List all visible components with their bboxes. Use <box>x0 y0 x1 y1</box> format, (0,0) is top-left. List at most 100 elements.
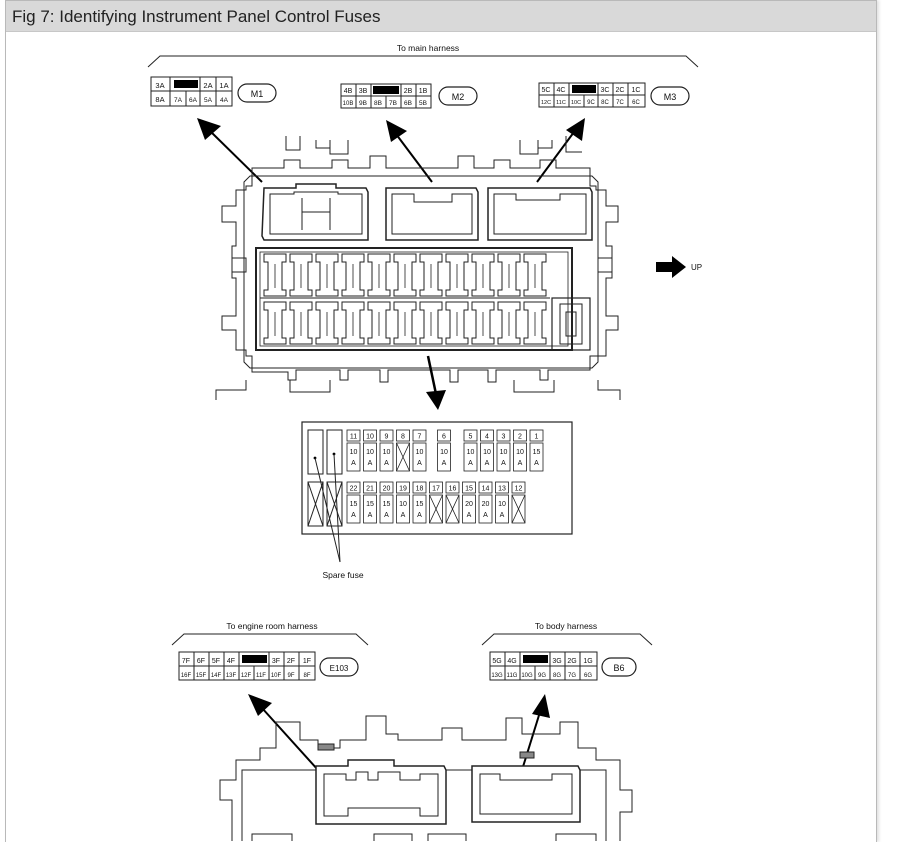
fuse-amperage: 20 <box>465 501 473 508</box>
fuse-amperage: 15 <box>533 449 541 456</box>
pin-label: 8G <box>553 673 561 679</box>
fuse-number: 4 <box>485 434 489 441</box>
fuse-number: 6 <box>442 434 446 441</box>
pin-label: 2C <box>616 87 625 94</box>
fuse-box-housing <box>215 136 621 400</box>
fuse-number: 13 <box>498 486 506 493</box>
connector-arrows-bottom <box>248 694 550 771</box>
pin-label: 8B <box>374 100 382 107</box>
fuse-slot <box>315 253 339 297</box>
fuse-slot <box>289 301 313 345</box>
connector-id: M1 <box>251 89 264 99</box>
fuse-unit: A <box>384 460 389 467</box>
fuse-cell: 8 <box>396 429 410 472</box>
pin-label: 12C <box>541 100 551 106</box>
fuse-amperage: 15 <box>350 501 358 508</box>
fuse-cell: 12 <box>511 481 526 524</box>
pin-label: 6A <box>189 97 198 104</box>
to-body-harness-label: To body harness <box>535 621 597 631</box>
fuse-number: 19 <box>399 486 407 493</box>
fuse-slot <box>419 301 443 345</box>
empty-slot-mark <box>396 442 410 472</box>
fuse-number: 20 <box>383 486 391 493</box>
fuse-cell: 1 15A <box>529 429 544 472</box>
pin-label: 7A <box>174 97 183 104</box>
pin-label: 2A <box>203 81 212 90</box>
lower-connector-sockets <box>315 759 581 825</box>
connector-e103: 7F 6F 5F 4F 3F 2F 1F 16F 15F 14F 13F 12F… <box>178 651 359 681</box>
pin-label: 7G <box>568 673 576 679</box>
pin-label: 8C <box>601 100 609 106</box>
pin-label: 7B <box>389 100 397 107</box>
fuse-cell: 6 10A <box>437 429 451 472</box>
pin-label: 1A <box>219 81 228 90</box>
pin-label: 3F <box>272 658 280 665</box>
fuse-unit: A <box>483 512 488 519</box>
empty-slot-mark <box>445 494 460 524</box>
fuse-unit: A <box>534 460 539 467</box>
fuse-amperage: 10 <box>500 449 508 456</box>
fuse-number: 3 <box>502 434 506 441</box>
pin-label: 5C <box>542 87 551 94</box>
figure-title: Fig 7: Identifying Instrument Panel Cont… <box>12 7 381 26</box>
fuse-slot <box>393 253 417 297</box>
up-direction-indicator: UP <box>656 256 702 278</box>
connector-id: M3 <box>664 92 677 102</box>
figure-title-bar: Fig 7: Identifying Instrument Panel Cont… <box>6 1 876 32</box>
pin-label: 7C <box>616 100 624 106</box>
pin-label: 13F <box>226 673 237 679</box>
pin-label: 11G <box>507 673 518 679</box>
to-engine-room-harness-label: To engine room harness <box>226 621 317 631</box>
fuse-slot <box>523 301 547 345</box>
main-harness-bracket <box>147 55 699 68</box>
fuse-number: 2 <box>518 434 522 441</box>
fuse-unit: A <box>467 512 472 519</box>
fuse-table-arrow <box>426 355 446 410</box>
fuse-slot <box>341 253 365 297</box>
fuse-cell: 14 20A <box>478 481 493 524</box>
pin-label: 8A <box>155 95 164 104</box>
fuse-number: 15 <box>465 486 473 493</box>
pin-label: 8F <box>303 673 310 679</box>
fuse-slot <box>471 253 495 297</box>
fuse-amperage: 15 <box>366 501 374 508</box>
pin-label: 16F <box>181 673 192 679</box>
pin-label: 5F <box>212 658 220 665</box>
connector-id: M2 <box>452 92 465 102</box>
fuse-number: 8 <box>401 434 405 441</box>
fuse-number: 5 <box>469 434 473 441</box>
fuse-number: 12 <box>515 486 523 493</box>
fuse-slot <box>445 253 469 297</box>
fuse-slot <box>497 301 521 345</box>
pin-label: 9C <box>587 100 595 106</box>
fuse-cell: 17 <box>429 481 443 524</box>
pin-label: 5G <box>492 658 501 665</box>
fuse-slot <box>315 301 339 345</box>
fuse-amperage: 20 <box>482 501 490 508</box>
fuse-unit: A <box>401 512 406 519</box>
fuse-unit: A <box>368 460 373 467</box>
pin-label: 6F <box>197 658 205 665</box>
fuse-unit: A <box>351 460 356 467</box>
fuse-slot <box>445 301 469 345</box>
pin-label: 11F <box>256 673 266 679</box>
fuse-slot <box>497 253 521 297</box>
fuse-amperage: 10 <box>440 449 448 456</box>
fuse-number: 1 <box>535 434 539 441</box>
fuse-number: 7 <box>418 434 422 441</box>
spare-fuse-label: Spare fuse <box>322 570 363 580</box>
pin-label: 14F <box>211 673 222 679</box>
fuse-number: 14 <box>482 486 490 493</box>
fuse-amperage: 15 <box>383 501 391 508</box>
pin-label: 6C <box>632 100 640 106</box>
fuse-slot <box>523 253 547 297</box>
fuse-unit: A <box>442 460 447 467</box>
